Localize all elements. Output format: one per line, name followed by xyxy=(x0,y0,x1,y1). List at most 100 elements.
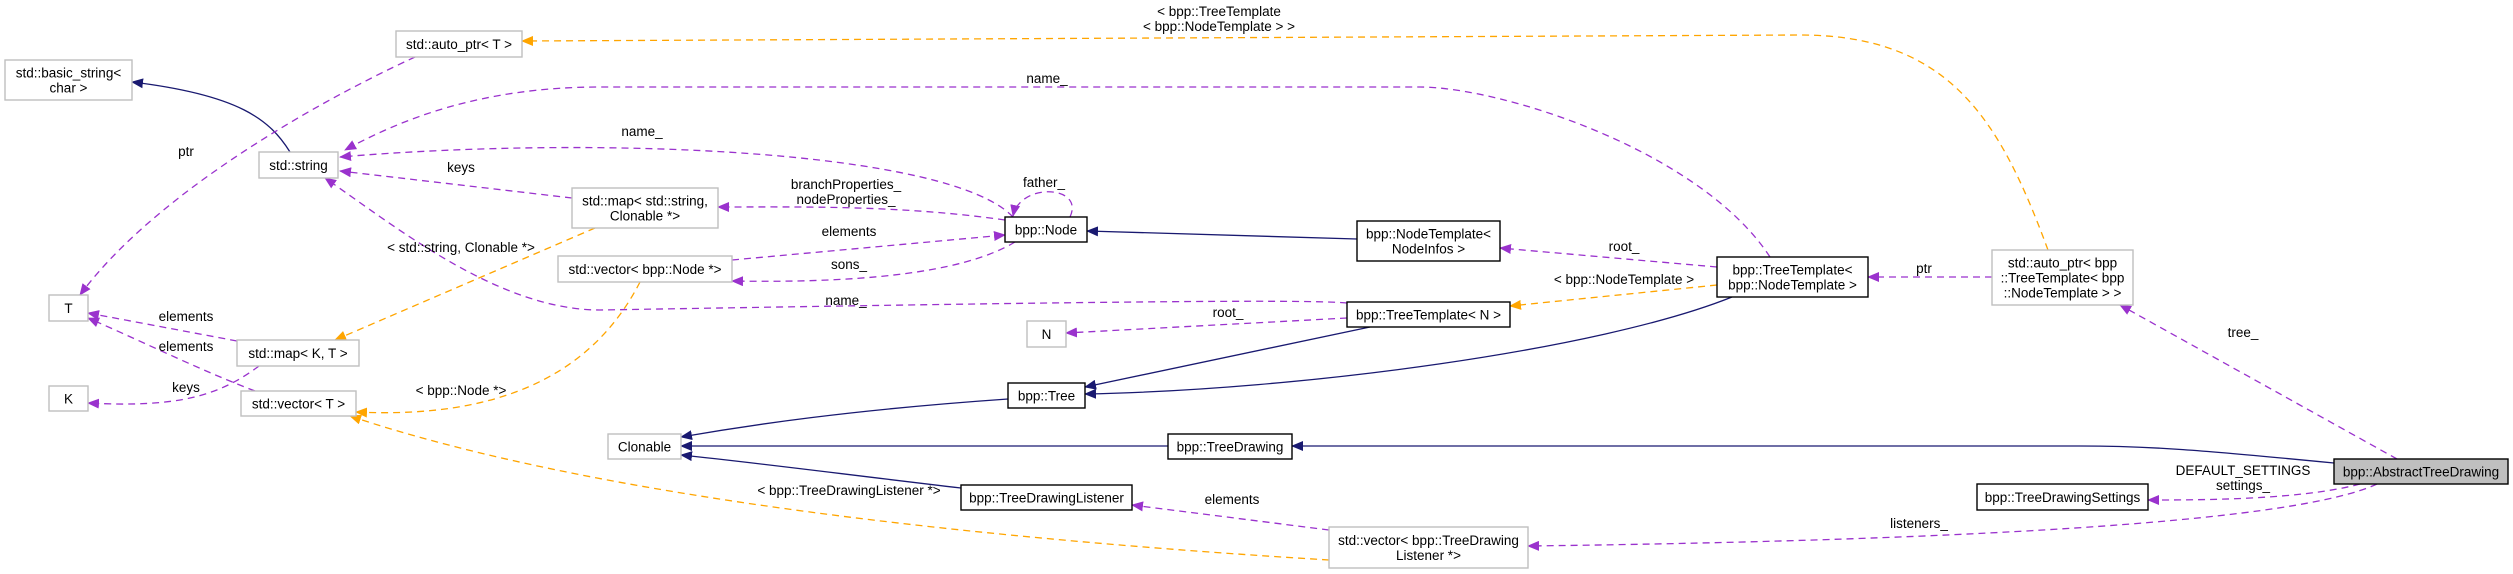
node-label: bpp::NodeTemplate< xyxy=(1366,227,1491,242)
node-box xyxy=(2333,458,2509,485)
edge-label: father_ xyxy=(1023,175,1066,190)
edge-label: ptr xyxy=(1916,261,1932,276)
usage-edge-vector_node-to-Node xyxy=(731,231,1006,261)
class-node-string[interactable]: std::string xyxy=(258,151,339,179)
node-label: bpp::TreeDrawing xyxy=(1177,440,1284,455)
edge-label: sons_ xyxy=(831,257,868,272)
usage-edge-AbstractTreeDrawing-to-TreeDrawingSettings xyxy=(2147,483,2361,505)
usage-edge-TreeTemplate_NT-to-NodeTemplate_NI xyxy=(1499,243,1718,268)
node-label: T xyxy=(64,301,72,316)
edge-label: < bpp::NodeTemplate > xyxy=(1554,272,1694,287)
usage-edge-Node-to-Node xyxy=(1010,191,1073,218)
edge-label: nodeProperties_ xyxy=(796,192,896,207)
node-box xyxy=(1167,433,1293,460)
class-node-Clonable[interactable]: Clonable xyxy=(607,433,682,460)
node-label: Listener *> xyxy=(1396,548,1461,563)
edge-label: tree_ xyxy=(2228,325,2259,340)
class-node-Node[interactable]: bpp::Node xyxy=(1004,216,1088,243)
node-label: bpp::TreeDrawingListener xyxy=(969,491,1124,506)
inheritance-edge-Tree-to-Clonable xyxy=(680,398,1009,441)
node-label: std::basic_string< xyxy=(16,66,122,81)
edge-label: name_ xyxy=(621,124,663,139)
node-box xyxy=(1007,382,1086,409)
edge-label: elements xyxy=(159,339,214,354)
nodes: std::basic_string<char > std::auto_ptr< T… xyxy=(4,30,2509,569)
node-label: bpp::Tree xyxy=(1018,389,1075,404)
node-box xyxy=(240,390,357,417)
class-node-T[interactable]: T xyxy=(48,294,89,322)
node-box xyxy=(236,339,360,367)
inheritance-edge-string-to-basic_string xyxy=(131,78,291,153)
class-node-map_KT[interactable]: std::map< K, T > xyxy=(236,339,360,367)
class-node-basic_string[interactable]: std::basic_string<char > xyxy=(4,59,133,101)
node-box xyxy=(48,294,89,322)
node-box xyxy=(571,187,719,229)
node-box xyxy=(48,385,89,412)
usage-edge-auto_ptr_T-to-T xyxy=(79,56,416,296)
class-node-TreeDrawingSettings[interactable]: bpp::TreeDrawingSettings xyxy=(1976,483,2149,511)
usage-edge-Node-to-map_string xyxy=(717,201,1006,221)
node-box xyxy=(4,59,133,101)
node-box xyxy=(1716,256,1869,298)
edge-label: DEFAULT_SETTINGS xyxy=(2176,463,2311,478)
class-node-NodeTemplate_NI[interactable]: bpp::NodeTemplate<NodeInfos > xyxy=(1356,220,1501,262)
edge-label: listeners_ xyxy=(1890,516,1948,531)
class-node-map_string[interactable]: std::map< std::string,Clonable *> xyxy=(571,187,719,229)
node-label: Clonable xyxy=(618,440,671,455)
edge-label: < bpp::Node *> xyxy=(416,383,507,398)
edge-labels: ptr keys name_ name_ branchProperties_nodePr… xyxy=(159,4,2311,531)
edge-label: name_ xyxy=(1026,71,1068,86)
edge-label: branchProperties_ xyxy=(791,177,902,192)
edge-label: elements xyxy=(159,309,214,324)
edges xyxy=(79,34,2398,561)
class-node-AbstractTreeDrawing[interactable]: bpp::AbstractTreeDrawing xyxy=(2333,458,2509,485)
node-label: bpp::AbstractTreeDrawing xyxy=(2343,465,2499,480)
class-node-TreeTemplate_N[interactable]: bpp::TreeTemplate< N > xyxy=(1346,301,1511,328)
node-label: ::NodeTemplate > > xyxy=(2004,286,2122,301)
class-node-vector_TDL[interactable]: std::vector< bpp::TreeDrawingListener *> xyxy=(1328,526,1529,569)
node-label: std::auto_ptr< T > xyxy=(406,37,512,52)
node-label: std::map< K, T > xyxy=(248,346,347,361)
usage-edge-AbstractTreeDrawing-to-auto_ptr_TT xyxy=(2119,304,2398,460)
edge-label: ptr xyxy=(178,144,194,159)
node-label: bpp::TreeTemplate< xyxy=(1733,263,1853,278)
class-node-TreeDrawing[interactable]: bpp::TreeDrawing xyxy=(1167,433,1293,460)
inheritance-edge-TreeTemplate_NT-to-Tree xyxy=(1084,296,1733,399)
node-label: std::map< std::string, xyxy=(582,194,708,209)
node-label: char > xyxy=(50,81,88,96)
class-node-N[interactable]: N xyxy=(1026,320,1067,348)
class-node-auto_ptr_T[interactable]: std::auto_ptr< T > xyxy=(395,30,523,58)
edge-label: < std::string, Clonable *> xyxy=(387,240,535,255)
edge-label: settings_ xyxy=(2216,478,2271,493)
node-box xyxy=(1976,483,2149,511)
node-box xyxy=(1004,216,1088,243)
edge-label: root_ xyxy=(1609,239,1640,254)
usage-edge-Node-to-vector_node xyxy=(731,241,1016,287)
class-node-TreeTemplate_NT[interactable]: bpp::TreeTemplate<bpp::NodeTemplate > xyxy=(1716,256,1869,298)
node-label: N xyxy=(1042,327,1052,342)
class-node-TreeDrawingListener[interactable]: bpp::TreeDrawingListener xyxy=(960,484,1133,511)
node-label: std::vector< T > xyxy=(252,397,345,412)
node-label: bpp::Node xyxy=(1015,223,1077,238)
node-box xyxy=(1991,249,2134,306)
node-box xyxy=(1026,320,1067,348)
edge-label: keys xyxy=(447,160,475,175)
class-node-Tree[interactable]: bpp::Tree xyxy=(1007,382,1086,409)
class-node-vector_node[interactable]: std::vector< bpp::Node *> xyxy=(557,255,733,283)
node-label: std::vector< bpp::Node *> xyxy=(568,262,721,277)
class-node-auto_ptr_TT[interactable]: std::auto_ptr< bpp::TreeTemplate< bpp::N… xyxy=(1991,249,2134,306)
class-node-vector_T[interactable]: std::vector< T > xyxy=(240,390,357,417)
node-label: std::auto_ptr< bpp xyxy=(2008,256,2117,271)
template-edge-vector_node-to-vector_T xyxy=(355,281,641,418)
edge-label: elements xyxy=(822,224,877,239)
node-box xyxy=(1328,526,1529,569)
node-box xyxy=(258,151,339,179)
node-label: NodeInfos > xyxy=(1392,242,1465,257)
node-box xyxy=(557,255,733,283)
inheritance-edge-AbstractTreeDrawing-to-TreeDrawing xyxy=(1291,441,2335,464)
class-node-K[interactable]: K xyxy=(48,385,89,412)
usage-edge-TreeTemplate_NT-to-string xyxy=(344,86,1771,258)
usage-edge-vector_T-to-T xyxy=(87,317,256,392)
template-edge-vector_TDL-to-vector_T xyxy=(349,414,1330,561)
